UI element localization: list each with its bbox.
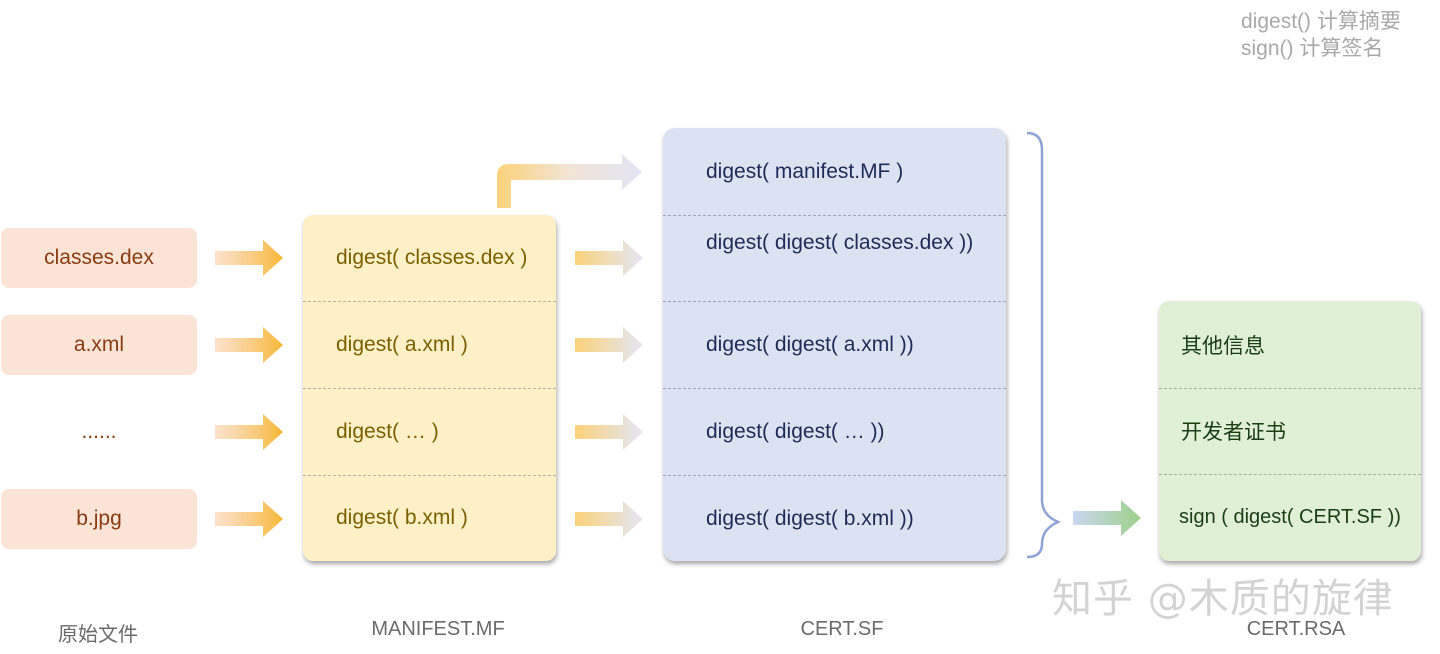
curly-brace-icon — [1026, 131, 1062, 559]
arrow-right-icon — [575, 240, 643, 276]
arrow-right-icon — [575, 414, 643, 450]
source-file-ellipsis: ...... — [81, 420, 117, 443]
divider — [1159, 388, 1421, 389]
manifest-row: digest( b.xml ) — [336, 506, 468, 529]
divider — [663, 388, 1006, 389]
certsf-row: digest( manifest.MF ) — [706, 160, 904, 183]
certrsa-row: sign ( digest( CERT.SF )) — [1179, 506, 1401, 528]
legend: digest() 计算摘要 sign() 计算签名 — [1241, 8, 1401, 62]
divider — [1159, 474, 1421, 475]
certsf-row: digest( digest( classes.dex )) — [706, 231, 974, 254]
arrow-right-icon — [575, 501, 643, 537]
certsf-row: digest( digest( a.xml )) — [706, 333, 914, 356]
caption-certsf: CERT.SF — [800, 618, 884, 640]
arrow-right-icon — [215, 327, 283, 363]
arrow-right-icon — [1073, 500, 1141, 536]
legend-digest: digest() 计算摘要 — [1241, 10, 1401, 33]
arrow-right-icon — [215, 240, 283, 276]
certsf-box: digest( manifest.MF ) digest( digest( cl… — [663, 128, 1006, 561]
source-file-a-xml: a.xml — [1, 315, 197, 375]
source-file-classes-dex: classes.dex — [1, 228, 197, 288]
source-file-b-jpg: b.jpg — [1, 489, 197, 549]
caption-manifest: MANIFEST.MF — [371, 618, 505, 640]
arrow-right-icon — [575, 327, 643, 363]
manifest-row: digest( classes.dex ) — [336, 246, 528, 269]
certrsa-row: 开发者证书 — [1181, 421, 1286, 444]
elbow-arrow-icon — [497, 154, 642, 208]
manifest-row: digest( a.xml ) — [336, 332, 468, 356]
certsf-row: digest( digest( b.xml )) — [706, 506, 914, 530]
watermark: 知乎 @木质的旋律 — [1052, 576, 1394, 622]
certrsa-box: 其他信息 开发者证书 sign ( digest( CERT.SF )) — [1159, 301, 1421, 561]
arrow-right-icon — [215, 414, 283, 450]
divider — [303, 475, 556, 476]
manifest-row: digest( … ) — [336, 419, 439, 443]
certrsa-row: 其他信息 — [1181, 334, 1265, 358]
divider — [663, 301, 1006, 302]
divider — [663, 215, 1006, 216]
certsf-row: digest( digest( … )) — [706, 420, 885, 443]
divider — [303, 301, 556, 302]
caption-certrsa: CERT.RSA — [1246, 618, 1346, 640]
arrow-right-icon — [215, 501, 283, 537]
divider — [663, 475, 1006, 476]
caption-source: 原始文件 — [58, 624, 138, 646]
legend-sign: sign() 计算签名 — [1241, 37, 1384, 60]
manifest-box: digest( classes.dex ) digest( a.xml ) di… — [303, 215, 556, 561]
divider — [303, 388, 556, 389]
